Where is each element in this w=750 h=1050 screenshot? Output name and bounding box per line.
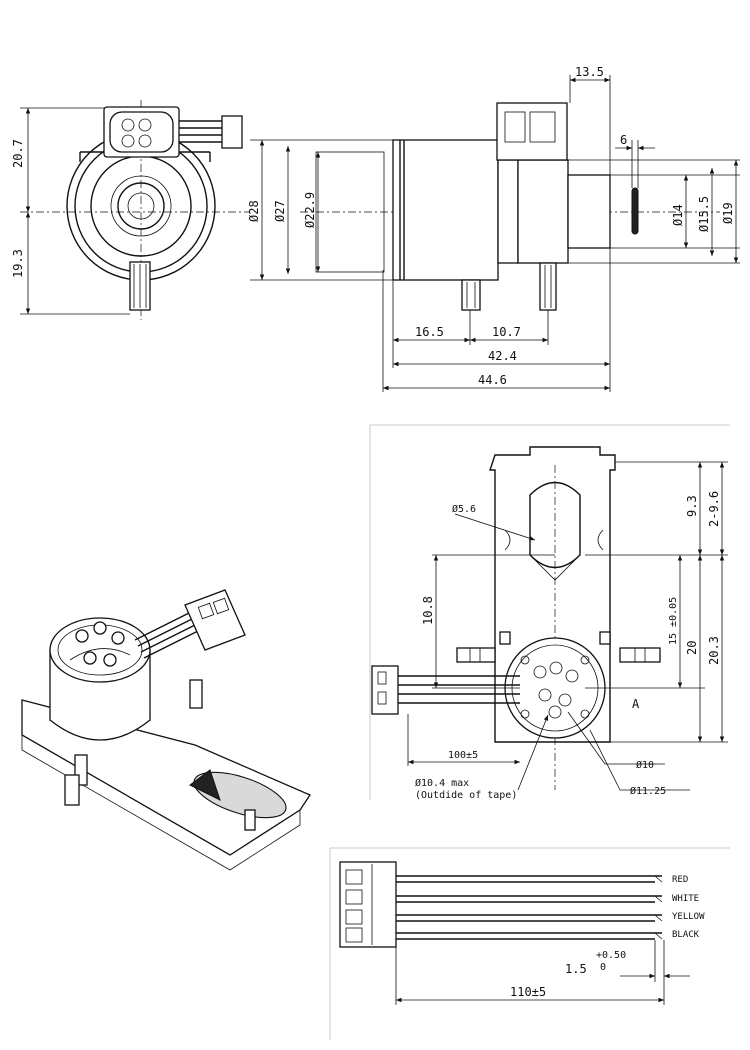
side-view-drawing: Ø28 Ø27 Ø22.9 13.5 6 Ø14 Ø15.5 Ø19 16.5 [247,65,740,392]
end-view-dim-upper: 20.7 [11,139,25,168]
dim-a: 16.5 [415,325,444,339]
wire-label-white: WHITE [672,894,699,904]
dim-b: 10.7 [492,325,521,339]
wire-harness-drawing: RED WHITE YELLOW BLACK 1.5 +0.50 0 110±5 [329,847,730,1040]
tape-note: (Outdide of tape) [415,790,517,801]
dia-shaft: Ø14 [671,204,685,226]
dia-recess: Ø22.9 [303,192,317,228]
dim-connector-offset: 13.5 [575,65,604,79]
mount-drawing: 10.8 Ø5.6 9.3 2-9.6 15 ±0.05 20 20.3 A 1… [369,424,730,801]
dim-top-a: 9.3 [685,495,699,517]
dim-slot: 6 [620,133,627,147]
strip-length: 1.5 [565,962,587,976]
end-view-dim-lower: 19.3 [11,249,25,278]
wire-label-black: BLACK [672,930,700,940]
strip-tol-upper: +0.50 [596,950,626,961]
dia-mid: Ø15.5 [697,196,711,232]
wire-label-red: RED [672,875,688,885]
dia-hole: Ø5.6 [452,503,476,515]
strip-tol-lower: 0 [600,962,606,973]
dim-tolerance: 15 ±0.05 [668,597,679,645]
isometric-view [21,589,311,871]
dim-left: 10.8 [421,596,435,625]
dim-top-b: 2-9.6 [707,491,721,527]
dia-body-outer: Ø28 [247,200,261,222]
dim-total: 44.6 [478,373,507,387]
wire-length: 100±5 [448,750,478,761]
dim-total-inner: 42.4 [488,349,517,363]
dim-20-3: 20.3 [707,636,721,665]
dia-10: Ø10 [636,759,654,771]
dia-11-25: Ø11.25 [630,785,666,797]
total-length: 110±5 [510,985,546,999]
end-view-drawing: 20.7 19.3 [11,100,250,320]
wire-label-yellow: YELLOW [672,912,705,922]
dim-20: 20 [685,641,699,655]
datum-a: A [632,697,640,711]
dia-body-inner: Ø27 [273,200,287,222]
dia-outer: Ø19 [721,202,735,224]
dia-tape: Ø10.4 max [415,777,469,789]
